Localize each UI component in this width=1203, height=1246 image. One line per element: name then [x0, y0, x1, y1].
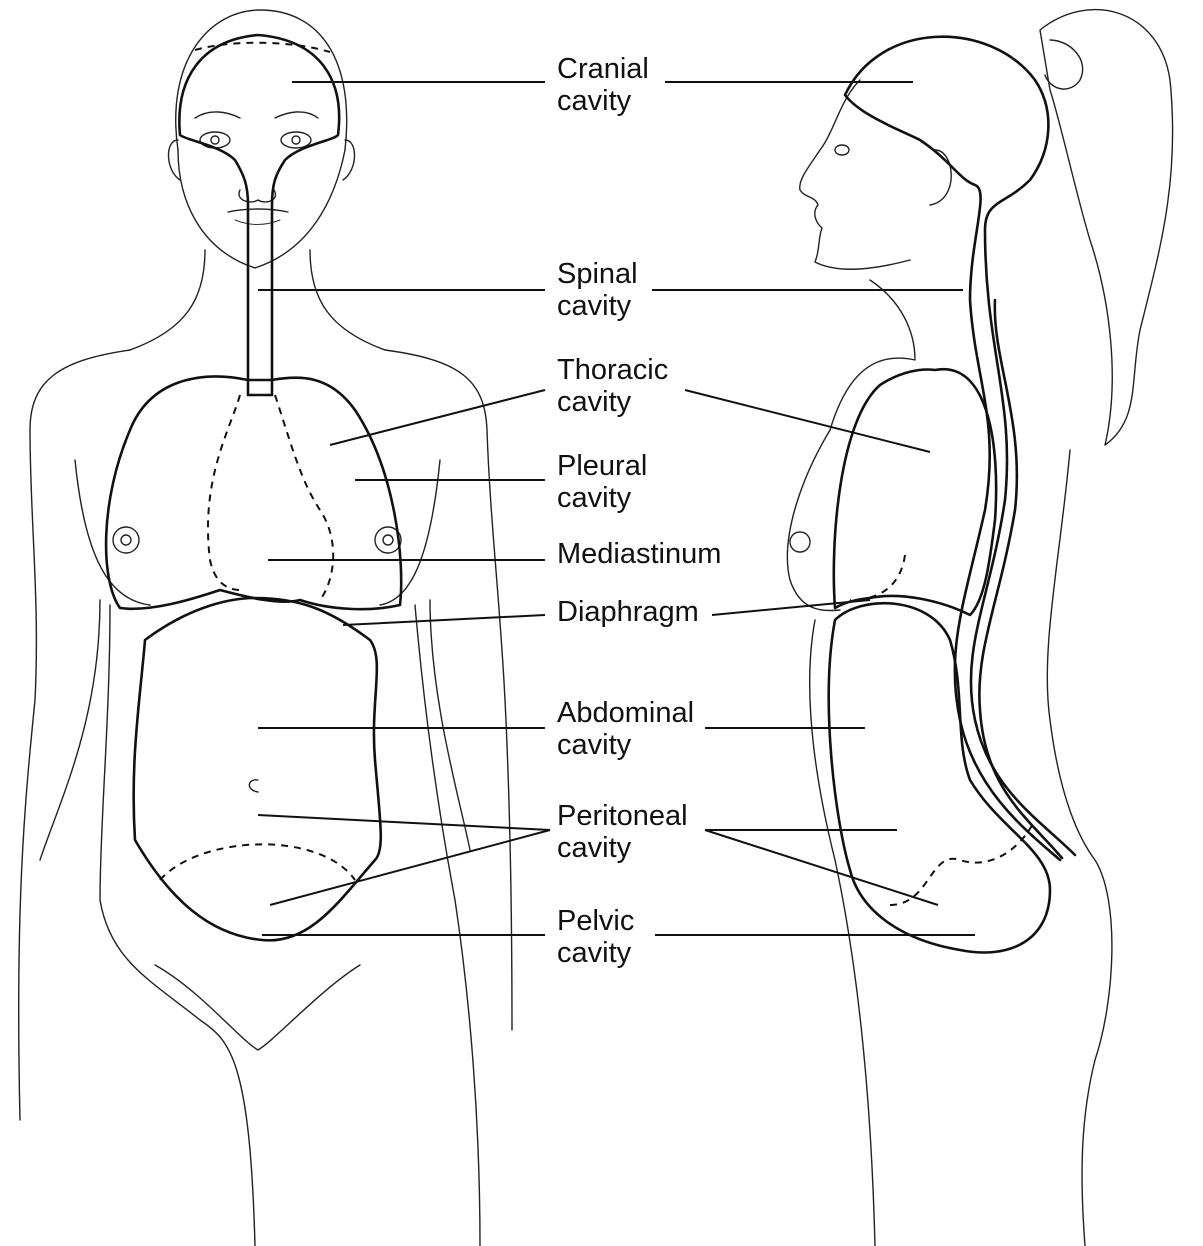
label-spinal-cavity: Spinal cavity	[553, 258, 642, 322]
side-face-profile	[799, 79, 911, 270]
side-ponytail	[1039, 8, 1174, 446]
label-pleural-line1: Pleural	[557, 450, 648, 482]
label-spinal-line2: cavity	[557, 290, 632, 322]
front-thoracic-outline	[104, 375, 403, 611]
label-abdominal-cavity: Abdominal cavity	[553, 697, 699, 761]
label-pleural-line2: cavity	[557, 482, 632, 514]
label-pelvic-line1: Pelvic	[557, 905, 635, 937]
side-thoracic-outline	[832, 368, 998, 617]
side-cranial-spinal-outline	[843, 35, 1077, 862]
front-right-eye	[280, 131, 312, 149]
label-diaphragm: Diaphragm	[553, 596, 703, 628]
label-peritoneal-cavity: Peritoneal cavity	[553, 800, 692, 864]
front-pelvic-boundary	[159, 843, 356, 881]
side-figure	[786, 8, 1174, 1246]
label-thoracic-line2: cavity	[557, 386, 632, 418]
side-abdominal-outline	[827, 602, 1052, 954]
front-left-eye	[199, 131, 231, 149]
front-cranial-spinal-outline	[178, 33, 341, 397]
label-diaphragm-line1: Diaphragm	[557, 596, 699, 628]
label-thoracic-cavity: Thoracic cavity	[553, 354, 673, 418]
side-cavities	[827, 35, 1077, 954]
front-navel	[248, 779, 259, 793]
leader-lines	[257, 81, 975, 936]
label-cranial-line2: cavity	[557, 85, 632, 117]
label-peritoneal-line2: cavity	[557, 832, 632, 864]
label-mediastinum-line1: Mediastinum	[557, 538, 722, 570]
front-head-outline	[175, 9, 348, 151]
label-spinal-line1: Spinal	[557, 258, 638, 290]
label-abdominal-line1: Abdominal	[557, 697, 695, 729]
label-pelvic-cavity: Pelvic cavity	[553, 905, 639, 969]
label-cranial-line1: Cranial	[557, 53, 649, 85]
front-abdominal-outline	[132, 596, 383, 942]
label-thoracic-line1: Thoracic	[557, 354, 669, 386]
front-cavities	[104, 33, 403, 942]
front-left-arm	[17, 349, 131, 1121]
front-right-arm	[384, 349, 513, 1031]
front-figure	[17, 9, 513, 1246]
label-peritoneal-line1: Peritoneal	[557, 800, 688, 832]
label-pelvic-line2: cavity	[557, 937, 632, 969]
label-abdominal-line2: cavity	[557, 729, 632, 761]
label-pleural-cavity: Pleural cavity	[553, 450, 652, 514]
label-cranial-cavity: Cranial cavity	[553, 53, 653, 117]
label-mediastinum: Mediastinum	[553, 538, 726, 570]
